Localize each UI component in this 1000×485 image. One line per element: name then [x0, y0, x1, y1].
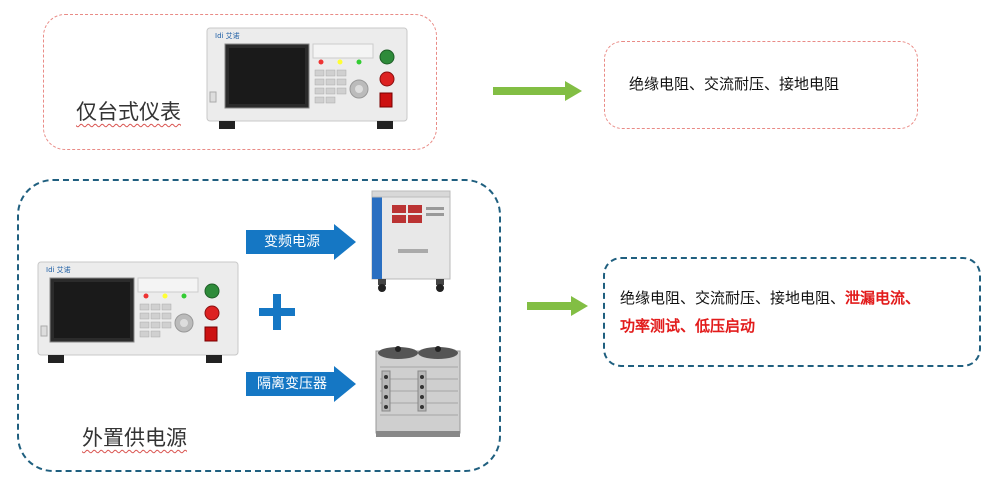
bottom-result-normal: 绝缘电阻、交流耐压、接地电阻、: [620, 289, 846, 307]
bottom-result-text: 绝缘电阻、交流耐压、接地电阻、泄漏电流、 功率测试、低压启动: [620, 284, 975, 340]
brand-logo: Idi 艾诺: [215, 31, 240, 40]
tag-arrow-variable-frequency: [246, 224, 358, 260]
plus-icon: [257, 292, 297, 332]
instrument-bottom: Idi 艾诺: [36, 260, 241, 368]
brand-logo: Idi 艾诺: [46, 265, 71, 274]
transformer-image: [372, 343, 464, 443]
bottom-group-label: 外置供电源: [82, 426, 187, 450]
power-cabinet-image: [368, 189, 458, 294]
tag-arrow-isolation-transformer: [246, 366, 358, 402]
top-result-text: 绝缘电阻、交流耐压、接地电阻: [629, 75, 840, 93]
bottom-arrow-icon: [527, 295, 589, 317]
bottom-group-frame: [17, 179, 501, 472]
tag-label-isolation-transformer: 隔离变压器: [257, 376, 327, 392]
bottom-result-box: [603, 257, 981, 367]
bottom-result-highlight-1: 泄漏电流、: [845, 289, 921, 307]
top-group-label: 仅台式仪表: [76, 100, 181, 124]
bottom-result-highlight-2: 功率测试、低压启动: [620, 317, 756, 335]
top-group-frame: [43, 14, 437, 150]
tag-label-variable-frequency: 变频电源: [264, 234, 320, 250]
top-arrow-icon: [493, 80, 583, 102]
top-result-box: [604, 41, 918, 129]
instrument-top: Idi 艾诺: [205, 26, 410, 134]
